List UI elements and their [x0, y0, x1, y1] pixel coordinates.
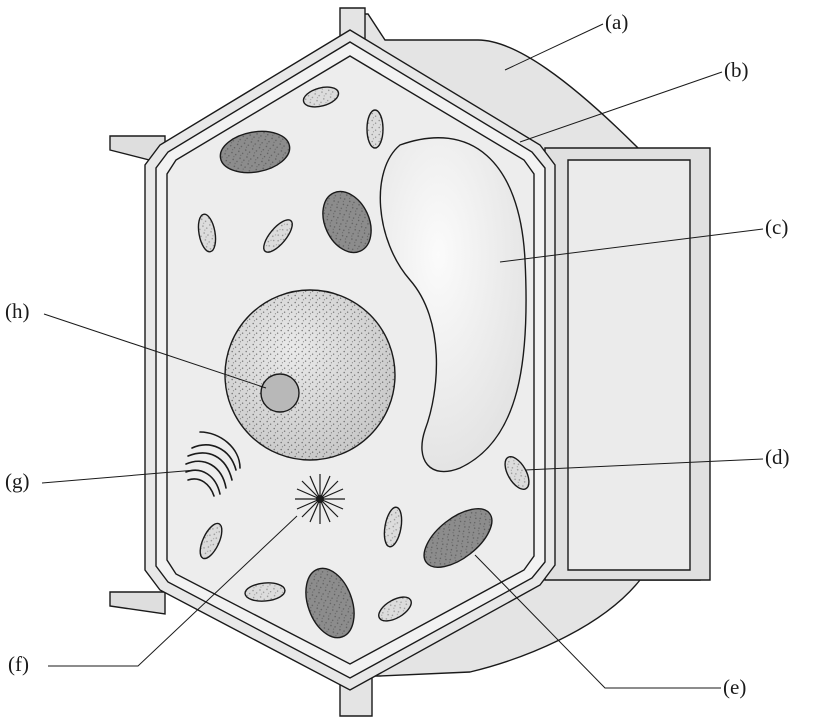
label-d: (d)	[765, 445, 790, 469]
nucleolus	[261, 374, 299, 412]
left-wall-bottom	[110, 592, 165, 614]
right-wall-inner	[568, 160, 690, 570]
label-e: (e)	[723, 675, 746, 699]
label-f: (f)	[8, 652, 29, 676]
nucleus	[225, 290, 395, 460]
label-a: (a)	[605, 10, 628, 34]
label-h: (h)	[5, 299, 30, 323]
label-g: (g)	[5, 469, 30, 493]
label-c: (c)	[765, 215, 788, 239]
label-b: (b)	[724, 58, 749, 82]
centrosome	[295, 474, 345, 524]
